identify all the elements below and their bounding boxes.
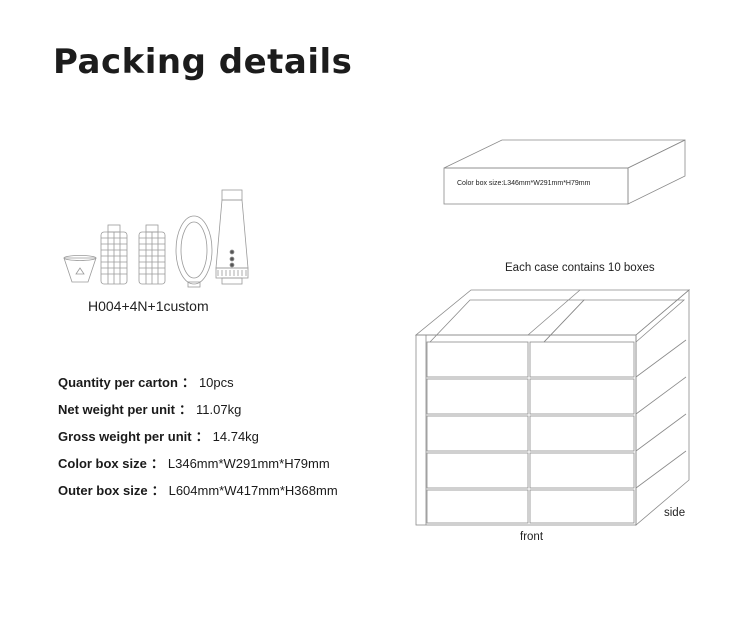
color-box-size-label: Color box size:L346mm*W291mm*H79mm — [457, 180, 591, 187]
spec-key: Color box size — [58, 456, 147, 471]
round-brush-drawing-2 — [138, 224, 166, 285]
spec-value: 11.07kg — [196, 402, 242, 417]
spec-separator: ： — [150, 456, 164, 471]
spec-key: Outer box size — [58, 483, 148, 498]
spec-gross-weight: Gross weight per unit：14.74kg — [58, 426, 338, 453]
nozzle-attachment-drawing — [63, 255, 97, 283]
spec-value: 14.74kg — [212, 429, 259, 444]
hair-device-drawing — [215, 189, 249, 285]
round-brush-drawing-1 — [100, 224, 128, 285]
spec-quantity-per-carton: Quantity per carton：10pcs — [58, 372, 338, 399]
spec-net-weight: Net weight per unit ：11.07kg — [58, 399, 338, 426]
spec-separator: ： — [151, 483, 165, 498]
color-box-drawing — [443, 139, 686, 205]
spec-key: Quantity per carton — [58, 375, 178, 390]
spec-separator: ： — [181, 375, 195, 390]
product-set-label: H004+4N+1custom — [88, 298, 209, 314]
spec-key: Net weight per unit — [58, 402, 175, 417]
spec-separator: ： — [195, 429, 209, 444]
front-label: front — [520, 531, 544, 543]
packing-specs-list: Quantity per carton：10pcs Net weight per… — [58, 372, 338, 507]
spec-key: Gross weight per unit — [58, 429, 192, 444]
oval-diffuser-drawing — [175, 215, 213, 288]
side-label: side — [664, 507, 686, 519]
spec-value: 10pcs — [198, 375, 234, 390]
spec-outer-box-size: Outer box size：L604mm*W417mm*H368mm — [58, 480, 338, 507]
box-grid — [426, 341, 635, 524]
spec-value: L346mm*W291mm*H79mm — [167, 456, 330, 471]
case-contents-label: Each case contains 10 boxes — [505, 262, 655, 274]
spec-color-box-size: Color box size：L346mm*W291mm*H79mm — [58, 453, 338, 480]
spec-value: L604mm*W417mm*H368mm — [168, 483, 338, 498]
page-title: Packing details — [53, 42, 353, 82]
spec-separator: ： — [179, 402, 193, 417]
outer-case-drawing — [414, 289, 691, 526]
